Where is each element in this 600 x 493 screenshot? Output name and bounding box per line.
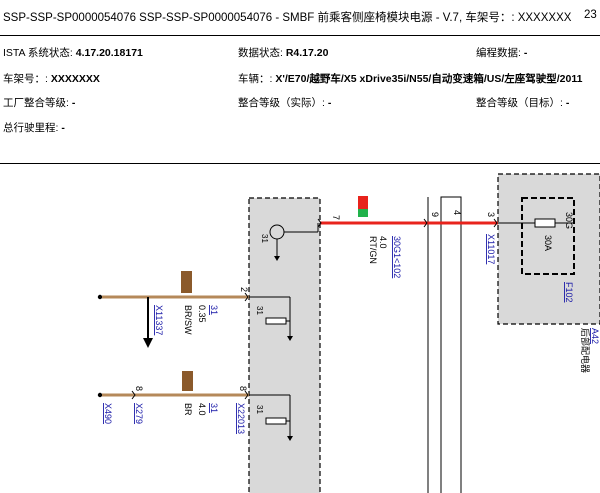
fuse-box <box>521 197 575 275</box>
wire-indicator-red <box>358 196 368 209</box>
top-pin-mid-a: 9 <box>430 212 440 217</box>
wire-8-size: 4.0 <box>197 403 207 416</box>
ground-label-2: 31 <box>255 306 264 315</box>
page-number: 23 <box>584 9 597 21</box>
module-code-link[interactable]: A42 <box>590 328 600 344</box>
top-wire-link[interactable]: 30G1<102 <box>392 236 402 278</box>
wire-2-ground-link[interactable]: 31 <box>209 305 219 315</box>
ground-label-3: 31 <box>255 405 264 414</box>
ground-label-1: 31 <box>260 234 269 243</box>
top-pin-right: 3 <box>486 212 496 217</box>
module-name: 后部配电器 <box>580 328 591 373</box>
wire-8-connector-right[interactable]: X22013 <box>236 403 246 434</box>
total-mileage: 总行驶里程: - <box>3 122 65 134</box>
programming-data: 编程数据: - <box>476 47 528 59</box>
actual-integration-level: 整合等级（实际）: - <box>238 97 332 109</box>
wire-2-color-code: BR/SW <box>183 305 193 335</box>
top-wire-color-code: RT/GN <box>368 236 378 264</box>
top-wire-size: 4.0 <box>378 236 388 249</box>
factory-integration-level: 工厂整合等级: - <box>3 97 76 109</box>
wire-8-connector-left[interactable]: X490 <box>103 403 113 424</box>
fuse-element <box>534 218 556 228</box>
top-pin-mid-b: 4 <box>452 210 462 215</box>
wiring-diagram: 7 4.0 RT/GN 30G1<102 9 4 3 X11017 30G 30… <box>97 173 600 493</box>
vin: 车架号：: XXXXXXX <box>3 73 100 85</box>
resistor-2 <box>265 417 287 425</box>
wire-8-connector-mid[interactable]: X279 <box>134 403 144 424</box>
ista-status: ISTA 系统状态: 4.17.20.18171 <box>3 47 143 59</box>
wire-8-pin-right: 8 <box>238 386 248 391</box>
connector-block <box>440 196 462 493</box>
wire-8-connector <box>182 371 193 391</box>
target-integration-level: 整合等级（目标）: - <box>476 97 570 109</box>
top-connector-link[interactable]: X11017 <box>486 234 496 264</box>
wire-2-pin: 2 <box>239 287 249 292</box>
fuse-terminal: 30G <box>564 212 574 229</box>
header-divider <box>0 35 600 36</box>
wire-indicator-green <box>358 209 368 217</box>
wire-2-connector-link[interactable]: X11337 <box>154 305 164 335</box>
seat-module-box <box>248 197 321 493</box>
wire-2-connector <box>181 271 192 293</box>
document-title: SSP-SSP-SP0000054076 SSP-SSP-SP000005407… <box>3 12 572 24</box>
resistor-1 <box>265 317 287 325</box>
wire-8-ground-link[interactable]: 31 <box>209 403 219 413</box>
data-status: 数据状态: R4.17.20 <box>238 47 329 59</box>
vehicle: 车辆：: X'/E70/越野车/X5 xDrive35i/N55/自动变速箱/U… <box>238 73 583 85</box>
fuse-rating: 30A <box>543 235 553 251</box>
top-pin-left: 7 <box>331 215 341 220</box>
wire-2-size: 0.35 <box>197 305 207 323</box>
wire-2-arrow-icon <box>143 338 153 348</box>
info-divider <box>0 163 600 164</box>
fuse-link[interactable]: F102 <box>564 282 574 303</box>
wire-8-color-code: BR <box>183 403 193 416</box>
wire-8-pin-left: 8 <box>134 386 144 391</box>
